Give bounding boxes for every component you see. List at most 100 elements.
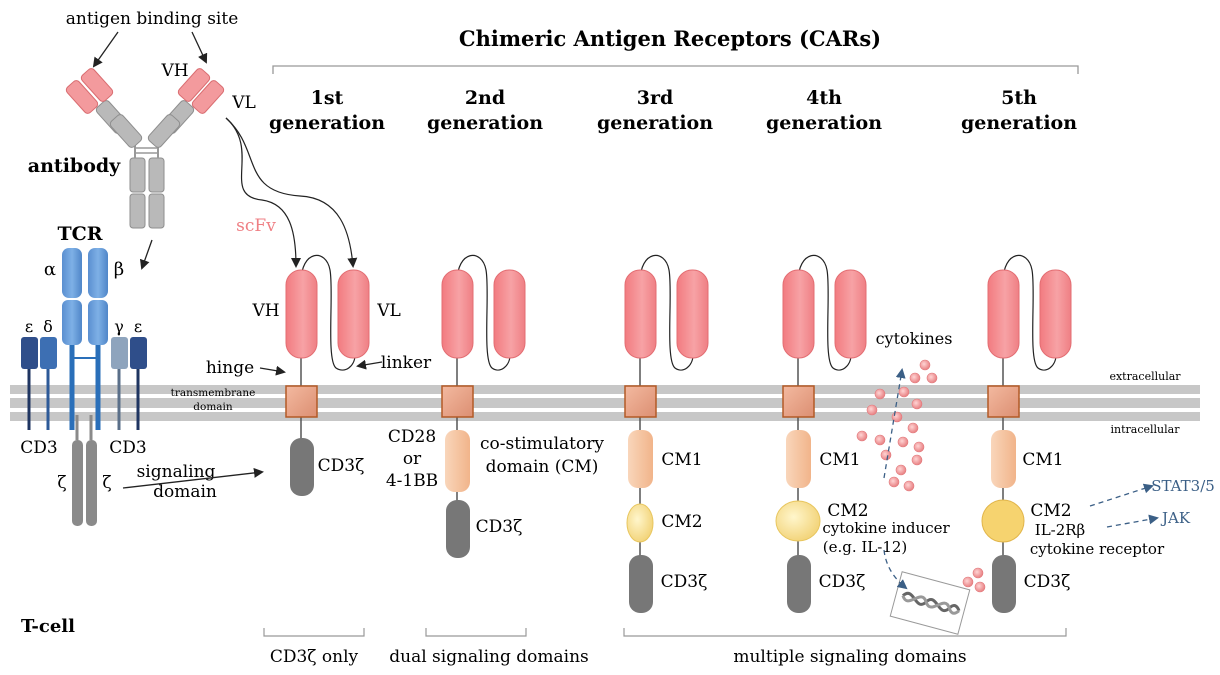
vh-curve-arrow xyxy=(225,117,301,268)
zeta-right-label: ζ xyxy=(102,473,111,493)
41bb-label: 4-1BB xyxy=(386,471,438,491)
cd28-label: CD28 xyxy=(388,427,436,447)
multiple-signaling-label: multiple signaling domains xyxy=(733,647,966,667)
tm-domain-5 xyxy=(987,385,1020,418)
antibody-to-tcr-arrow xyxy=(139,239,153,270)
bracket-dual xyxy=(425,628,527,637)
cytokine-inducer-label: cytokine inducer xyxy=(822,519,950,537)
binding-arrow-left xyxy=(92,31,119,68)
gen-5-num: 5th xyxy=(1001,87,1037,109)
gen-2-word: generation xyxy=(427,112,543,134)
cd3-epsilon-right-label: ε xyxy=(134,317,142,336)
tcr-complex: TCR xyxy=(21,223,147,526)
car-vh-label: VH xyxy=(251,301,279,321)
cm1-domain-3 xyxy=(628,430,653,488)
scfv-vl-5 xyxy=(1039,269,1072,359)
gen5-cm1-label: CM1 xyxy=(1022,450,1063,470)
car-gen-5 xyxy=(981,254,1159,613)
signaling-arrow xyxy=(122,467,264,489)
gen-1-num: 1st xyxy=(311,87,344,109)
stat-label: STAT3/5 xyxy=(1151,477,1215,495)
scfv-vh-1 xyxy=(285,269,318,359)
cd3z-domain-1 xyxy=(290,438,314,496)
cd3z-only-label: CD3ζ only xyxy=(270,647,359,667)
cd3z-domain-5 xyxy=(992,555,1016,613)
gen4-cd3z-label: CD3ζ xyxy=(819,572,866,592)
antigen-binding-site-label: antigen binding site xyxy=(66,9,239,29)
bracket-multiple xyxy=(623,628,1067,637)
costim-label-1: co-stimulatory xyxy=(480,434,604,454)
gen5-cd3z-label: CD3ζ xyxy=(1024,572,1071,592)
scfv-vl-2 xyxy=(493,269,526,359)
cd3z-domain-4 xyxy=(787,555,811,613)
tcell-label: T-cell xyxy=(21,616,75,637)
scfv-vh-2 xyxy=(441,269,474,359)
cm1-domain-5 xyxy=(991,430,1016,488)
car-gen-2 xyxy=(441,254,526,558)
gen-3-word: generation xyxy=(597,112,713,134)
cm-domain-2 xyxy=(445,430,470,492)
gen-4-word: generation xyxy=(766,112,882,134)
cytokine-receptor-label: cytokine receptor xyxy=(1030,540,1165,558)
intracellular-label: intracellular xyxy=(1111,423,1181,436)
car-gen-3 xyxy=(624,254,709,613)
gen4-cm1-label: CM1 xyxy=(819,450,860,470)
cd3z-domain-3 xyxy=(629,555,653,613)
tm-domain-4 xyxy=(782,385,815,418)
or-label: or xyxy=(403,449,422,469)
gen3-cm2-label: CM2 xyxy=(661,512,702,532)
diagram-title: Chimeric Antigen Receptors (CARs) xyxy=(459,26,881,51)
car-gen-4 xyxy=(775,254,986,635)
cm2-domain-3 xyxy=(626,503,654,543)
tcr-alpha-label: α xyxy=(44,259,56,280)
dna-icon xyxy=(889,571,971,635)
cd3-left-label: CD3 xyxy=(20,438,57,458)
gen3-cm1-label: CM1 xyxy=(661,450,702,470)
jak-label: JAK xyxy=(1160,509,1191,527)
scfv-label: scFv xyxy=(236,216,276,236)
antibody-vh-label: VH xyxy=(160,61,188,81)
scfv-vh-3 xyxy=(624,269,657,359)
gen4-cm2-label: CM2 xyxy=(827,501,868,521)
title-bracket xyxy=(272,65,1079,74)
transmembrane-label: transmembrane xyxy=(171,387,256,399)
cd3-delta-label: δ xyxy=(43,317,53,336)
gen-5-word: generation xyxy=(961,112,1077,134)
tm-domain-1 xyxy=(285,385,318,418)
linker-arrow xyxy=(356,359,383,370)
scfv-vl-1 xyxy=(337,269,370,359)
cd3-gamma-label: γ xyxy=(114,317,124,336)
linker-label: linker xyxy=(381,353,432,373)
scfv-vh-4 xyxy=(782,269,815,359)
antibody-label: antibody xyxy=(28,155,121,177)
tcr-beta-label: β xyxy=(114,259,124,280)
tm-domain-3 xyxy=(624,385,657,418)
antibody xyxy=(65,68,225,229)
cd3z-domain-2 xyxy=(446,500,470,558)
cd3-right-label: CD3 xyxy=(109,438,146,458)
cm2-domain-4 xyxy=(775,500,821,542)
cytokines-label: cytokines xyxy=(876,329,953,348)
cm2-domain-5 xyxy=(981,499,1025,543)
eg-il12-label: (e.g. IL-12) xyxy=(823,538,908,556)
generation-headers: 1st generation 2nd generation 3rd genera… xyxy=(269,87,1077,134)
cytokine-dots xyxy=(856,359,986,593)
scfv-vl-3 xyxy=(676,269,709,359)
gen5-cm2-label: CM2 xyxy=(1030,501,1071,521)
binding-arrow-right xyxy=(191,31,208,64)
gen-3-num: 3rd xyxy=(637,87,674,109)
transmembrane-domain-label: domain xyxy=(193,401,233,413)
gen-4-num: 4th xyxy=(806,87,842,109)
hinge-label: hinge xyxy=(206,358,254,378)
car-gen-1 xyxy=(285,254,370,496)
signaling-domain-label: domain xyxy=(153,482,217,502)
gen-2-num: 2nd xyxy=(465,87,505,109)
signaling-label: signaling xyxy=(137,462,216,482)
vl-curve-arrow xyxy=(225,117,358,268)
gen3-cd3z-label: CD3ζ xyxy=(661,572,708,592)
tcr-label: TCR xyxy=(57,223,102,245)
extracellular-label: extracellular xyxy=(1109,370,1181,383)
dual-signaling-label: dual signaling domains xyxy=(389,647,589,667)
bracket-cd3z-only xyxy=(263,628,365,637)
